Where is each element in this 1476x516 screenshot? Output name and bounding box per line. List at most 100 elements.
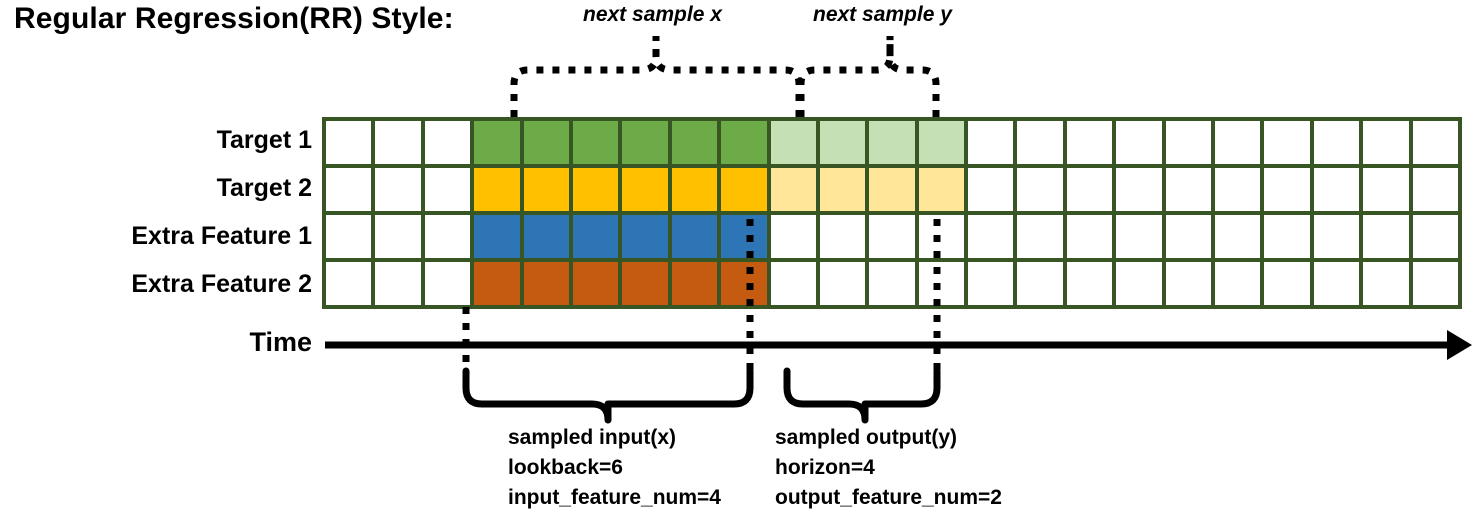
grid-cell-target-1-18 [1215, 121, 1261, 164]
grid-cell-target-2-3 [474, 168, 520, 211]
grid-cell-extra-feature-2-2 [424, 262, 471, 305]
sampled-input-brace [462, 367, 754, 424]
grid-cell-target-2-4 [523, 168, 569, 211]
row-label-extra-feature-2: Extra Feature 2 [131, 270, 312, 298]
grid-cell-extra-feature-1-16 [1116, 215, 1162, 258]
grid-cell-target-1-11 [869, 121, 915, 164]
grid-cell-extra-feature-1-5 [572, 215, 619, 258]
row-label-target-1: Target 1 [216, 126, 312, 154]
grid-cell-extra-feature-2-20 [1313, 262, 1360, 305]
grid-cell-target-1-4 [523, 121, 569, 164]
grid-cell-target-1-15 [1066, 121, 1113, 164]
grid-cell-extra-feature-1-6 [622, 215, 668, 258]
next-sample-x-label: next sample x [583, 3, 722, 26]
timeline-grid [322, 117, 1462, 309]
grid-cell-extra-feature-1-3 [474, 215, 520, 258]
row-label-column: Target 1 Target 2 Extra Feature 1 Extra … [10, 117, 312, 312]
grid-cell-extra-feature-1-18 [1215, 215, 1261, 258]
grid-cell-target-2-0 [326, 168, 372, 211]
page-title: Regular Regression(RR) Style: [14, 2, 454, 35]
grid-cell-target-1-17 [1165, 121, 1212, 164]
grid-cell-extra-feature-1-19 [1264, 215, 1310, 258]
grid-cell-extra-feature-2-4 [523, 262, 569, 305]
grid-cell-extra-feature-2-0 [326, 262, 372, 305]
grid-cell-extra-feature-1-15 [1066, 215, 1113, 258]
grid-cell-extra-feature-1-9 [770, 215, 816, 258]
grid-cell-target-2-16 [1116, 168, 1162, 211]
next-sample-y-brace [797, 36, 940, 117]
grid-cell-extra-feature-1-14 [1017, 215, 1063, 258]
grid-cell-extra-feature-1-21 [1363, 215, 1409, 258]
grid-cell-target-1-2 [424, 121, 471, 164]
sampled-output-feature-num: output_feature_num=2 [775, 485, 1002, 509]
grid-cell-extra-feature-2-11 [869, 262, 915, 305]
sampled-input-caption: sampled input(x) lookback=6 input_featur… [508, 423, 721, 512]
sampled-input-lookback: lookback=6 [508, 455, 623, 479]
grid-cell-extra-feature-2-18 [1215, 262, 1261, 305]
grid-cell-target-1-7 [671, 121, 718, 164]
grid-cell-target-2-22 [1412, 168, 1458, 211]
grid-cell-target-2-8 [721, 168, 767, 211]
time-axis-label: Time [249, 327, 312, 357]
grid-cell-extra-feature-1-17 [1165, 215, 1212, 258]
grid-cell-target-1-10 [819, 121, 866, 164]
grid-cell-extra-feature-2-12 [918, 262, 965, 305]
grid-cell-target-2-13 [968, 168, 1014, 211]
grid-cell-target-1-9 [770, 121, 816, 164]
grid-cell-target-2-10 [819, 168, 866, 211]
grid-cell-extra-feature-1-1 [375, 215, 421, 258]
grid-cell-target-1-16 [1116, 121, 1162, 164]
grid-cell-target-2-14 [1017, 168, 1063, 211]
grid-cell-extra-feature-2-7 [671, 262, 718, 305]
grid-cell-extra-feature-2-22 [1412, 262, 1458, 305]
grid-cell-target-1-21 [1363, 121, 1409, 164]
sampled-output-brace [783, 367, 941, 424]
grid-cell-target-1-8 [721, 121, 767, 164]
grid-cell-target-2-20 [1313, 168, 1360, 211]
grid-cell-target-2-11 [869, 168, 915, 211]
grid-cell-target-2-9 [770, 168, 816, 211]
sampled-input-feature-num: input_feature_num=4 [508, 485, 721, 509]
grid-cell-extra-feature-2-17 [1165, 262, 1212, 305]
grid-cell-extra-feature-2-6 [622, 262, 668, 305]
grid-cell-extra-feature-2-21 [1363, 262, 1409, 305]
sampled-output-caption: sampled output(y) horizon=4 output_featu… [775, 423, 1002, 512]
next-sample-x-brace [510, 36, 803, 117]
grid-cell-target-1-1 [375, 121, 421, 164]
grid-cell-target-1-6 [622, 121, 668, 164]
grid-cell-extra-feature-2-13 [968, 262, 1014, 305]
sampled-output-title: sampled output(y) [775, 426, 957, 449]
grid-cell-extra-feature-2-9 [770, 262, 816, 305]
row-label-target-2: Target 2 [216, 174, 312, 202]
grid-cell-extra-feature-2-19 [1264, 262, 1310, 305]
grid-cell-target-2-19 [1264, 168, 1310, 211]
grid-cell-target-1-0 [326, 121, 372, 164]
grid-cell-target-1-19 [1264, 121, 1310, 164]
grid-cell-extra-feature-2-1 [375, 262, 421, 305]
grid-cell-extra-feature-2-14 [1017, 262, 1063, 305]
grid-cell-target-2-2 [424, 168, 471, 211]
grid-cell-extra-feature-2-8 [721, 262, 767, 305]
grid-cell-target-2-15 [1066, 168, 1113, 211]
grid-cell-extra-feature-1-11 [869, 215, 915, 258]
grid-cell-extra-feature-1-12 [918, 215, 965, 258]
grid-cell-extra-feature-2-3 [474, 262, 520, 305]
grid-cell-extra-feature-1-20 [1313, 215, 1360, 258]
grid-cell-target-2-1 [375, 168, 421, 211]
grid-cell-extra-feature-2-15 [1066, 262, 1113, 305]
sampled-output-horizon: horizon=4 [775, 455, 875, 479]
grid-cell-target-2-12 [918, 168, 965, 211]
grid-cell-target-1-5 [572, 121, 619, 164]
grid-cell-target-2-5 [572, 168, 619, 211]
grid-cell-target-2-18 [1215, 168, 1261, 211]
next-sample-y-label: next sample y [813, 3, 952, 26]
grid-cell-extra-feature-1-22 [1412, 215, 1458, 258]
grid-cell-extra-feature-1-8 [721, 215, 767, 258]
grid-cell-extra-feature-1-10 [819, 215, 866, 258]
grid-cell-target-1-14 [1017, 121, 1063, 164]
grid-cell-extra-feature-1-7 [671, 215, 718, 258]
grid-cell-extra-feature-1-4 [523, 215, 569, 258]
row-label-extra-feature-1: Extra Feature 1 [131, 222, 312, 250]
grid-cell-extra-feature-2-5 [572, 262, 619, 305]
grid-cell-extra-feature-1-2 [424, 215, 471, 258]
